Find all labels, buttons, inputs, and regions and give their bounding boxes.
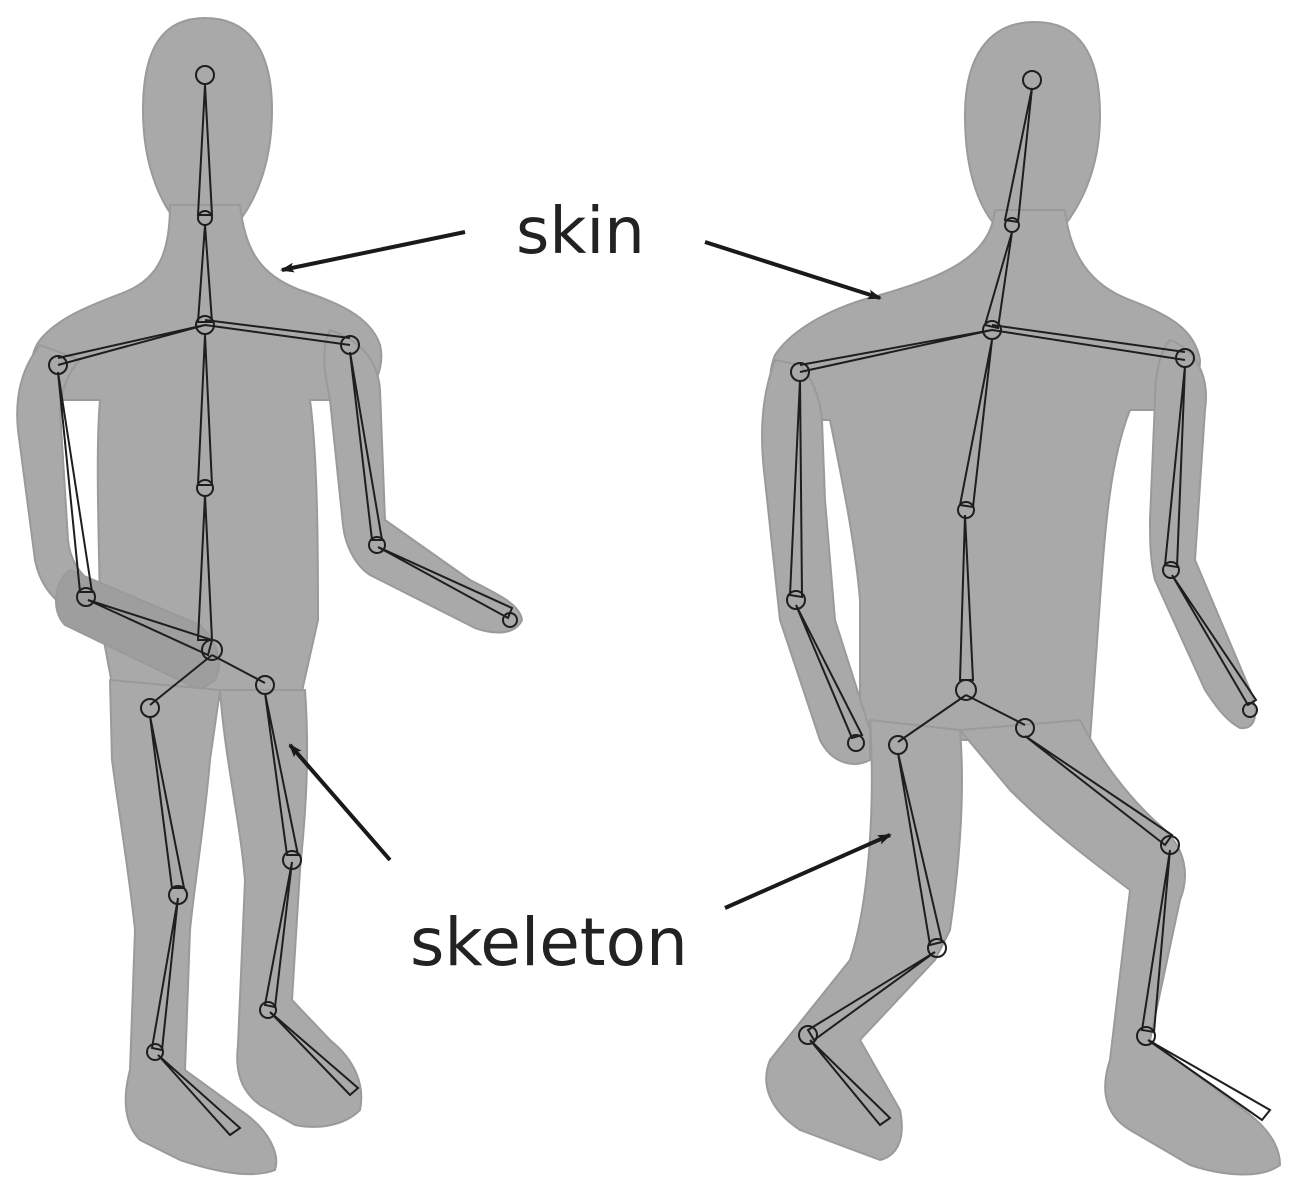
skin-label: skin [516, 200, 645, 264]
right-figure [762, 22, 1280, 1174]
left-leg-b [220, 690, 361, 1127]
right-head [965, 22, 1100, 225]
right-leg-b [960, 720, 1280, 1174]
arrow-skin-left [282, 232, 465, 270]
left-skin [17, 18, 522, 1174]
arrow-skin-right [705, 242, 880, 298]
right-arm-b [1150, 340, 1255, 728]
left-figure [17, 18, 522, 1174]
skeleton-label: skeleton [410, 910, 688, 976]
